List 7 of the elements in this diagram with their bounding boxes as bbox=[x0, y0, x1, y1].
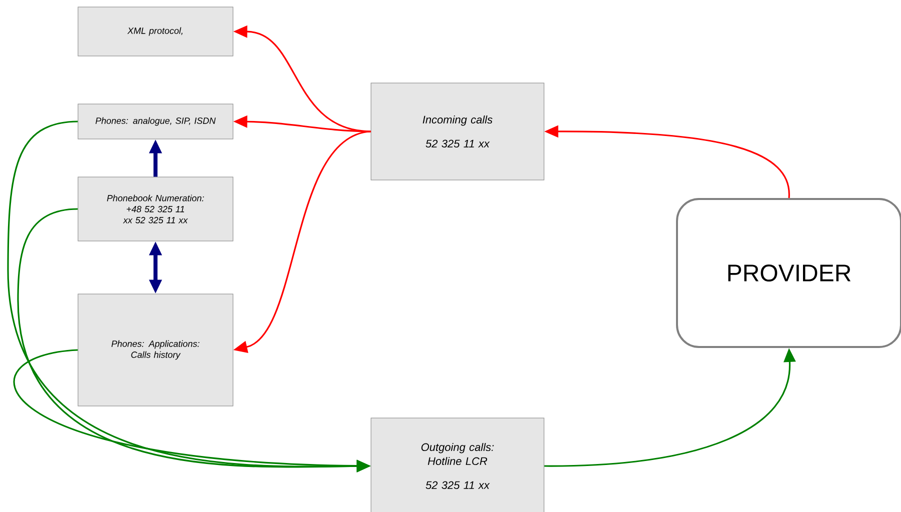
process-box: Outgoing calls: Hotline LCR 52 325 11 xx bbox=[370, 418, 544, 512]
process-box: Incoming calls 52 325 11 xx bbox=[370, 82, 544, 180]
process-box: Phones: Applications: Calls history bbox=[78, 294, 234, 406]
process-box: Phonebook Numeration: +48 52 325 11 xx 52 325 11 xx bbox=[78, 176, 234, 242]
process-box: XML protocol, bbox=[78, 6, 234, 56]
rounded-box: PROVIDER bbox=[676, 198, 901, 348]
process-box: Phones: analogue, SIP, ISDN bbox=[78, 104, 234, 140]
